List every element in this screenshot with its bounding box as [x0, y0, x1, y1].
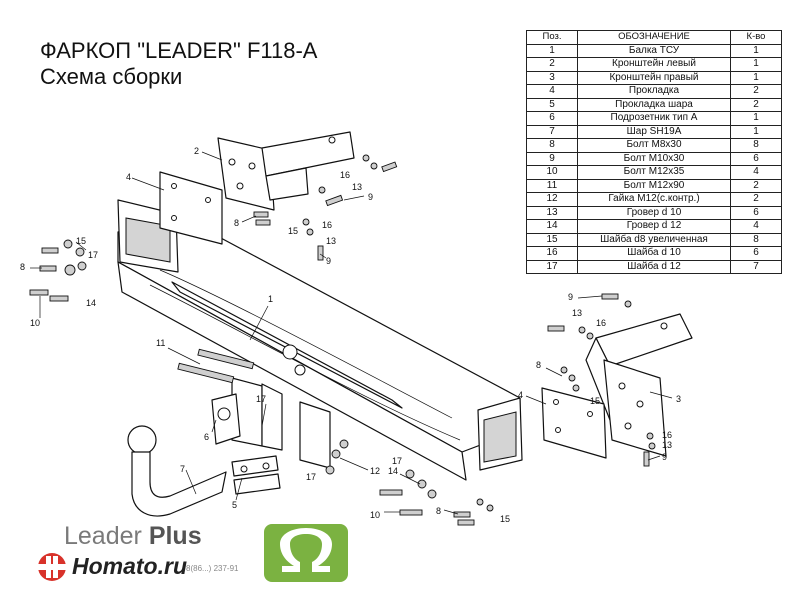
spacer-right [541, 387, 607, 459]
callout-16-mid-left: 16 [322, 220, 332, 230]
callout-4-left: 4 [126, 172, 131, 182]
spacer-left [159, 171, 223, 245]
ball-spacers [231, 455, 281, 495]
diagram-title: ФАРКОП "LEADER" F118-A [40, 38, 318, 63]
callout-14-bottom: 14 [388, 466, 398, 476]
callout-3: 3 [676, 394, 681, 404]
callout-15-side-left: 15 [76, 236, 86, 246]
callout-8-bracket-right: 8 [536, 360, 541, 370]
callout-9-top-left: 9 [368, 192, 373, 202]
leader-lines [30, 151, 673, 515]
callout-17-bottom: 17 [392, 456, 402, 466]
homato-emblem [36, 553, 68, 581]
callout-13-mid-left: 13 [326, 236, 336, 246]
callout-16-top-right: 16 [596, 318, 606, 328]
callout-8-side-left: 8 [20, 262, 25, 272]
cell-quantity: 8 [730, 232, 782, 247]
omega-logo [264, 524, 348, 582]
callouts: 1 2 3 4 4 5 6 7 8 8 8 8 9 9 9 9 10 10 11… [20, 146, 681, 524]
fasteners [29, 154, 656, 526]
callout-8-bracket-left: 8 [234, 218, 239, 228]
right-bracket [585, 313, 693, 457]
callout-13-top-left: 13 [352, 182, 362, 192]
cell-quantity: 7 [730, 259, 782, 274]
callout-11: 11 [156, 338, 165, 348]
cell-quantity: 1 [730, 43, 782, 58]
callout-5: 5 [232, 500, 237, 510]
callout-15-bottom: 15 [500, 514, 510, 524]
callout-17-left: 17 [88, 250, 98, 260]
col-quantity: К-во [730, 30, 782, 45]
brand-plus: Plus [148, 522, 202, 550]
callout-13-top-right: 13 [572, 308, 582, 318]
cell-designation: Шайба d 10 [577, 246, 731, 261]
callout-16-top-left: 16 [340, 170, 350, 180]
callout-1: 1 [268, 294, 273, 304]
callout-4-right: 4 [518, 390, 523, 400]
callout-2: 2 [194, 146, 199, 156]
callout-17-lower: 17 [306, 472, 316, 482]
omega-icon [280, 528, 332, 572]
parts-table-header: Поз. ОБОЗНАЧЕНИЕ К-во [526, 30, 782, 45]
callout-15-bracket-right: 15 [590, 396, 600, 406]
site-name: Homato.ru [72, 553, 187, 579]
callout-15-bracket-left: 15 [288, 226, 298, 236]
callout-17-centre: 17 [256, 394, 266, 404]
callout-9-mid-left: 9 [326, 256, 331, 266]
tow-beam [117, 199, 523, 481]
callout-6: 6 [204, 432, 209, 442]
cell-quantity: 6 [730, 246, 782, 261]
callout-12: 12 [370, 466, 380, 476]
callout-10-bottom: 10 [370, 510, 380, 520]
callout-9-bottom-right: 9 [662, 452, 667, 462]
phone-fragment: 8(86...) 237-91 [186, 564, 239, 573]
callout-8-bottom: 8 [436, 506, 441, 516]
tow-ball [127, 425, 227, 517]
callout-10-left: 10 [30, 318, 40, 328]
cell-designation: Балка ТСУ [577, 43, 731, 58]
callout-7: 7 [180, 464, 185, 474]
brand-name: Leader Plus [64, 522, 202, 551]
left-bracket [217, 131, 355, 211]
diagram-subtitle: Схема сборки [40, 64, 183, 89]
callout-16-bottom-right: 16 [662, 430, 672, 440]
callout-13-bottom-right: 13 [662, 440, 672, 450]
callout-14-left: 14 [86, 298, 96, 308]
callout-9-top-right: 9 [568, 292, 573, 302]
brand-leader: Leader [64, 522, 142, 550]
cell-quantity: 2 [730, 192, 782, 207]
socket-holder [211, 393, 241, 445]
